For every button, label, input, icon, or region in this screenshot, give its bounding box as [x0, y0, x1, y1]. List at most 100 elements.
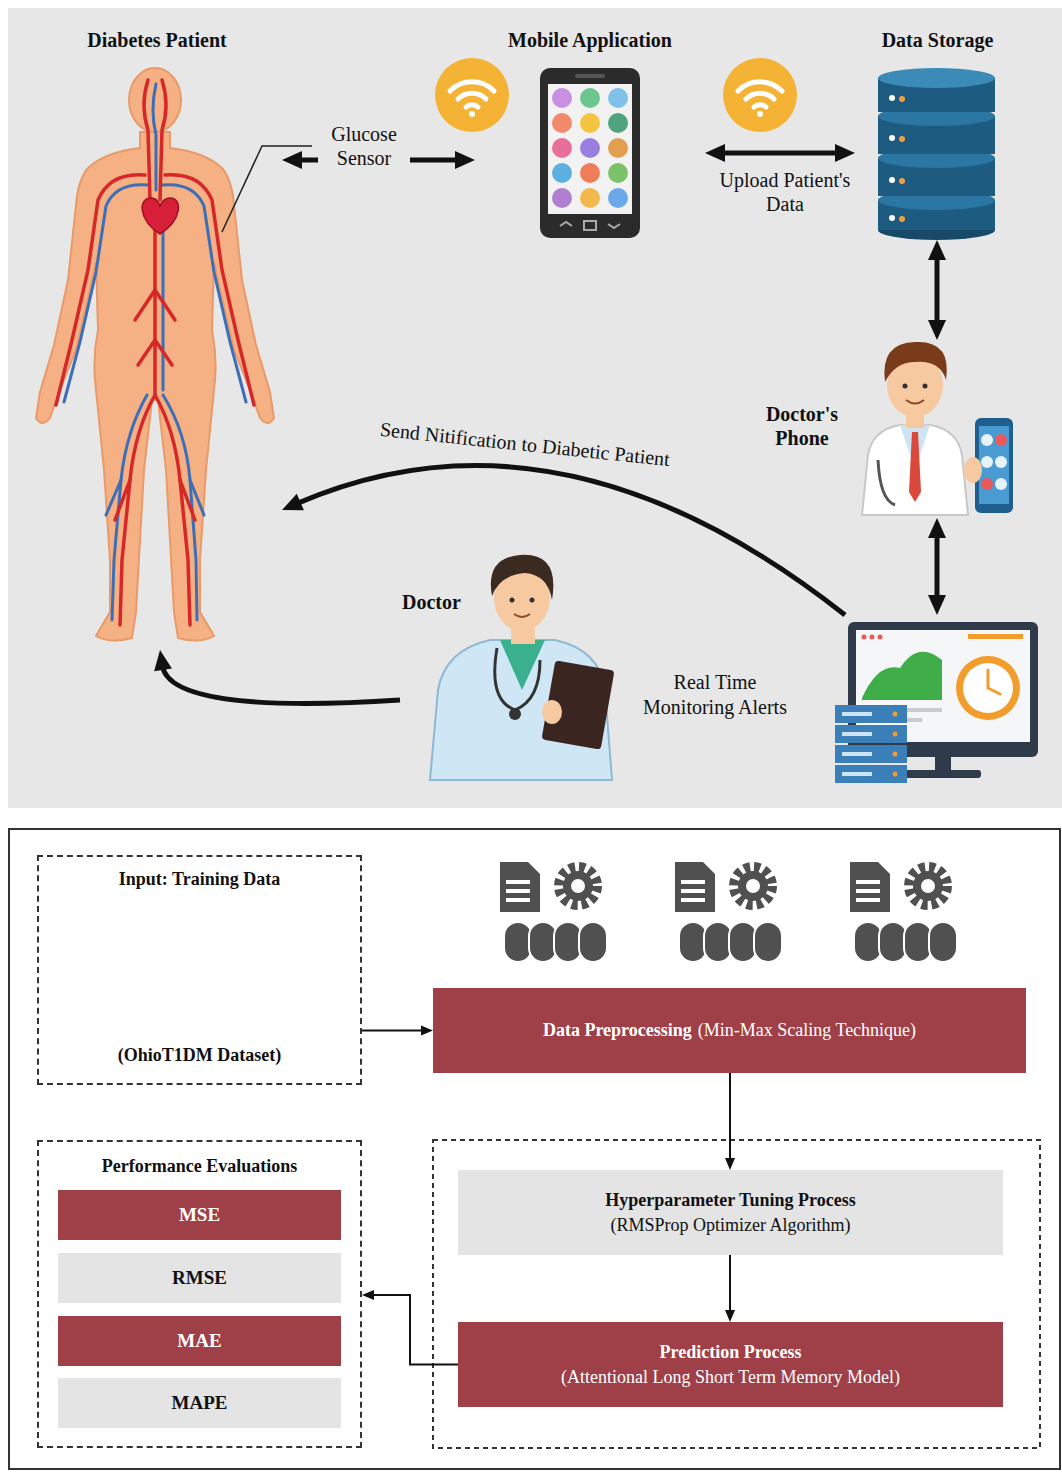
arrow-head [928, 595, 946, 615]
connector-line [372, 1295, 458, 1365]
doctor-figure [430, 555, 614, 780]
monitoring-computer-part [835, 705, 907, 723]
smartphone-part [580, 188, 600, 208]
smartphone-part [584, 221, 596, 230]
connector-line [729, 1073, 731, 1160]
doctor-figure-part [542, 700, 562, 724]
smartphone-part [580, 88, 600, 108]
smartphone-part [608, 138, 628, 158]
database-part [899, 216, 905, 222]
database-part [889, 135, 895, 141]
doctor-figure-part [509, 708, 521, 720]
node-title: MAPE [172, 1391, 228, 1416]
connector-arrow [362, 1290, 458, 1365]
wifi-icon-part [458, 93, 486, 99]
doctor-with-phone-part [995, 478, 1007, 490]
metric-box: RMSE [58, 1253, 341, 1303]
doctor-with-phone-part [981, 478, 993, 490]
smartphone-part [580, 113, 600, 133]
monitoring-computer-part [835, 745, 907, 763]
node-title: Mobile Application [475, 28, 705, 52]
monitoring-computer-part [905, 770, 981, 778]
arrow-head [282, 151, 302, 169]
human-body-part [56, 80, 254, 625]
node-title: Hyperparameter Tuning Process [605, 1188, 855, 1212]
connector-line [935, 256, 940, 324]
connector-arrow [362, 1026, 433, 1036]
edge-label: Send Nitification to Diabetic Patient [350, 414, 701, 474]
arrow-head [725, 1310, 735, 1322]
doctor-with-phone-part [903, 384, 908, 389]
connector-line [721, 151, 839, 156]
smartphone-part [548, 84, 632, 214]
input-group: Input: Training Data(OhioT1DM Dataset) [37, 855, 362, 1085]
doctor-with-phone-part [979, 426, 1009, 504]
node-title: MAE [177, 1329, 221, 1354]
human-body-part-part [56, 175, 145, 405]
doctor-with-phone [862, 342, 1013, 515]
top-panel-part [8, 8, 1062, 808]
monitoring-computer-part [862, 635, 867, 640]
wifi-icon-part [435, 58, 509, 132]
mobile-app: Mobile Application [475, 28, 705, 240]
model-group-outline-part [433, 1140, 1040, 1448]
monitoring-computer-part [988, 670, 1000, 694]
smartphone-part [560, 222, 572, 226]
smartphone-part [608, 224, 620, 228]
smartphone-part [552, 163, 572, 183]
monitoring-computer-part [893, 732, 898, 737]
arrow-head [705, 144, 725, 162]
metric-box: MSE [58, 1190, 341, 1240]
connector-arrow [725, 1073, 735, 1170]
arrow-head [928, 240, 946, 260]
doctor-with-phone-part [995, 456, 1007, 468]
node-title: Doctor [402, 590, 487, 614]
wifi-icon-part [469, 111, 475, 117]
human-body-part [64, 84, 246, 620]
monitoring-computer-part [963, 663, 1013, 713]
doctor-figure-part [510, 598, 515, 603]
human-body-part-part [155, 340, 172, 365]
arrow-head [421, 1026, 433, 1036]
human-body-part [36, 132, 274, 641]
bottom-panel [9, 829, 1060, 1469]
top-panel [8, 8, 1062, 808]
node-subtitle: (Min-Max Scaling Technique) [698, 1018, 916, 1042]
doctor-with-phone-part [878, 460, 895, 505]
doctor-with-phone-part [981, 456, 993, 468]
doctor-with-phone-part [909, 432, 921, 502]
arrow-head [835, 144, 855, 162]
database-part [889, 177, 895, 183]
wifi-icon-part [738, 82, 782, 91]
callout-label: Glucose Sensor [318, 122, 410, 170]
connector-arrow [705, 144, 855, 162]
monitoring-station: Real Time Monitoring Alerts [625, 615, 1040, 785]
monitoring-computer-part [893, 772, 898, 777]
smartphone-part [608, 163, 628, 183]
human-body-part-part [120, 395, 155, 625]
monitoring-computer-part [956, 656, 1020, 720]
process-box: Data Preprocessing(Min-Max Scaling Techn… [433, 988, 1026, 1073]
sensor-leader [222, 146, 312, 232]
arrow-head [928, 320, 946, 340]
model-group-outline [433, 1140, 1040, 1448]
smartphone-part [580, 138, 600, 158]
patient-figure: Diabetes Patient [32, 28, 282, 650]
node-title: Input: Training Data [39, 867, 360, 891]
doctor-with-phone-part [862, 425, 968, 515]
smartphone [540, 68, 640, 238]
database-part [899, 96, 905, 102]
wifi-icon-part [757, 111, 763, 117]
doctor-with-phone-part [884, 342, 946, 382]
database-part [889, 95, 895, 101]
monitoring-computer-part [842, 752, 872, 756]
database-part [889, 215, 895, 221]
wifi-icon-part [466, 105, 478, 107]
monitoring-computer-part [835, 765, 907, 783]
sensor-leader-part [222, 146, 312, 232]
connector-line [297, 466, 845, 615]
monitoring-computer-part [870, 635, 875, 640]
human-body-part-part [115, 480, 130, 520]
human-body [36, 68, 274, 641]
